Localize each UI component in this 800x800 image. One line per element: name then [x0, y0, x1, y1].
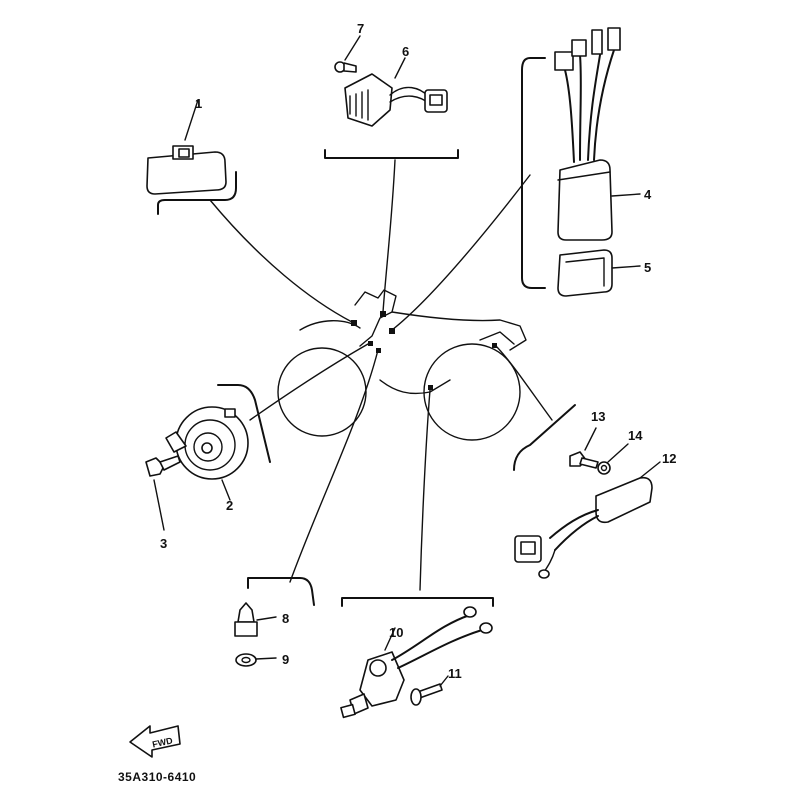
fwd-label: FWD	[151, 735, 174, 749]
part-6-rectifier[interactable]	[344, 57, 448, 127]
part-1-relay[interactable]	[146, 99, 227, 195]
part-8-switch[interactable]	[234, 602, 277, 637]
bracket-4-5	[521, 57, 546, 289]
callout-13: 13	[591, 409, 605, 424]
part-2-horn[interactable]	[165, 406, 249, 501]
part-4-cdi[interactable]	[554, 27, 641, 241]
bracket-10	[341, 597, 494, 607]
callout-2: 2	[226, 498, 233, 513]
part-12-unit[interactable]	[514, 461, 661, 579]
callout-1: 1	[195, 96, 202, 111]
callout-8: 8	[282, 611, 289, 626]
rear-wheel	[423, 343, 521, 441]
part-3-bolt[interactable]	[145, 455, 181, 531]
leader-lines	[209, 159, 553, 591]
bracket-8	[247, 577, 315, 606]
engine-outline	[379, 379, 451, 395]
callout-6: 6	[402, 44, 409, 59]
callout-5: 5	[644, 260, 651, 275]
bracket-2	[217, 384, 271, 463]
bracket-12	[513, 404, 576, 471]
part-5-holder[interactable]	[557, 249, 641, 297]
part-7-screw[interactable]	[334, 35, 361, 73]
dot-unit-1	[351, 320, 357, 326]
handlebar-frame	[354, 289, 397, 347]
connection-points	[351, 311, 497, 390]
bracket-6	[324, 149, 459, 159]
dot-switch-10	[428, 385, 433, 390]
dot-unit-6	[380, 311, 386, 317]
fwd-arrow: FWD	[129, 725, 181, 758]
part-number-code: 35A310-6410	[118, 770, 196, 784]
bracket-1	[157, 171, 237, 215]
callout-4: 4	[644, 187, 652, 202]
dot-horn	[368, 341, 373, 346]
dot-unit-12	[492, 343, 497, 348]
dot-unit-4	[389, 328, 395, 334]
part-10-main-switch[interactable]	[340, 606, 493, 719]
part-11-screw[interactable]	[410, 675, 449, 706]
callout-3: 3	[160, 536, 167, 551]
callout-11: 11	[448, 666, 462, 681]
seat-tank	[391, 311, 527, 351]
rear-frame	[479, 331, 515, 345]
part-13-bolt[interactable]	[569, 427, 599, 469]
front-wheel	[277, 347, 367, 437]
callout-14: 14	[628, 428, 643, 443]
callout-9: 9	[282, 652, 289, 667]
callout-numbers: 1 2 3 4 5 6 7 8 9 10 11 12 13 14	[160, 21, 676, 681]
group-brackets	[157, 57, 576, 607]
part-14-washer[interactable]	[597, 443, 629, 475]
callout-10: 10	[389, 625, 403, 640]
motorcycle-silhouette	[277, 289, 527, 441]
part-9-washer[interactable]	[235, 653, 277, 667]
callout-12: 12	[662, 451, 676, 466]
callout-7: 7	[357, 21, 364, 36]
